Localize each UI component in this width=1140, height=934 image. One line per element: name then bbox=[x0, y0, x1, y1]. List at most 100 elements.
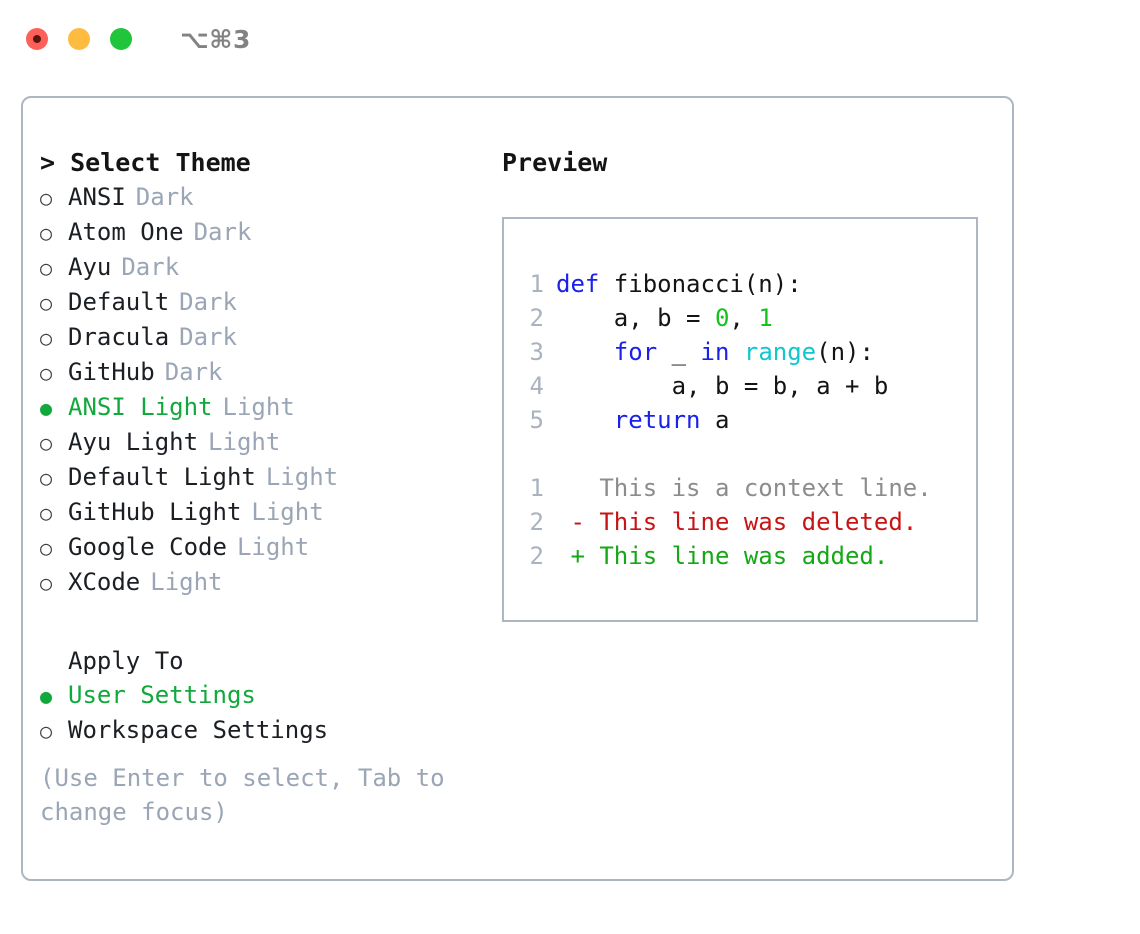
keyboard-hint-text: (Use Enter to select, Tab to change focu… bbox=[40, 764, 445, 826]
radio-unselected-icon: ○ bbox=[40, 501, 53, 525]
close-button-icon[interactable] bbox=[26, 28, 48, 50]
line-content: def fibonacci(n): bbox=[556, 267, 802, 301]
radio-unselected-icon: ○ bbox=[40, 221, 53, 245]
code-token bbox=[729, 338, 743, 366]
theme-name: Default Light bbox=[68, 463, 256, 491]
title-bar: ⌥⌘3 bbox=[0, 0, 1140, 78]
line-content: a, b = 0, 1 bbox=[556, 301, 773, 335]
line-content: for _ in range(n): bbox=[556, 335, 874, 369]
theme-variant-badge: Light bbox=[150, 568, 223, 596]
code-token: a bbox=[700, 406, 730, 434]
traffic-light-group bbox=[26, 28, 132, 50]
line-number: 3 bbox=[529, 338, 544, 366]
theme-variant-badge: Light bbox=[265, 463, 339, 491]
radio-unselected-icon: ○ bbox=[40, 256, 53, 280]
theme-option-default-light[interactable]: ○ Default Light Light bbox=[40, 460, 490, 495]
diff-sample: 1 This is a context line.2 - This line w… bbox=[518, 471, 972, 573]
radio-unselected-icon: ○ bbox=[40, 361, 53, 385]
radio-unselected-icon: ○ bbox=[40, 431, 53, 455]
line-content: This is a context line. bbox=[556, 471, 932, 505]
code-token: a, b = bbox=[556, 304, 715, 332]
code-line: 4 a, b = b, a + b bbox=[518, 369, 972, 403]
radio-selected-icon: ● bbox=[40, 684, 53, 708]
code-token: return bbox=[613, 406, 701, 434]
line-number: 1 bbox=[529, 270, 544, 298]
line-content: + This line was added. bbox=[556, 539, 888, 573]
theme-name: GitHub bbox=[68, 358, 155, 386]
line-content: a, b = b, a + b bbox=[556, 369, 889, 403]
radio-unselected-icon: ○ bbox=[40, 571, 53, 595]
radio-selected-icon: ● bbox=[40, 396, 53, 420]
theme-option-github[interactable]: ○ GitHub Dark bbox=[40, 355, 490, 390]
apply-to-label: Workspace Settings bbox=[68, 716, 329, 744]
radio-unselected-icon: ○ bbox=[40, 536, 53, 560]
zoom-button-icon[interactable] bbox=[110, 28, 132, 50]
theme-name: ANSI Light bbox=[68, 393, 213, 421]
theme-name: Google Code bbox=[68, 533, 227, 561]
line-number: 2 bbox=[529, 304, 544, 332]
code-token: range bbox=[743, 338, 817, 366]
apply-to-label: User Settings bbox=[68, 681, 256, 709]
code-line: 5 return a bbox=[518, 403, 972, 437]
line-number: 2 bbox=[529, 542, 544, 570]
select-theme-heading: > Select Theme bbox=[40, 148, 251, 177]
theme-option-github-light[interactable]: ○ GitHub Light Light bbox=[40, 495, 490, 530]
theme-name: ANSI bbox=[68, 183, 126, 211]
theme-variant-badge: Dark bbox=[193, 218, 252, 246]
preview-heading: Preview bbox=[502, 148, 608, 177]
code-token bbox=[556, 338, 614, 366]
code-token: a, b = b, a + b bbox=[556, 372, 889, 400]
theme-name: GitHub Light bbox=[68, 498, 242, 526]
code-token: 1 bbox=[758, 304, 773, 332]
code-token: (n): bbox=[816, 338, 874, 366]
theme-variant-badge: Light bbox=[251, 498, 324, 526]
line-content: return a bbox=[556, 403, 730, 437]
theme-name: Ayu Light bbox=[68, 428, 199, 456]
radio-unselected-icon: ○ bbox=[40, 326, 53, 350]
code-token: + This line was added. bbox=[556, 542, 889, 570]
apply-to-list: ● User Settings ○ Workspace Settings bbox=[40, 678, 490, 748]
line-number: 1 bbox=[529, 474, 544, 502]
line-number: 2 bbox=[529, 508, 544, 536]
radio-unselected-icon: ○ bbox=[40, 186, 53, 210]
code-token: fibonacci(n): bbox=[613, 270, 802, 298]
radio-unselected-icon: ○ bbox=[40, 719, 53, 743]
theme-name: XCode bbox=[68, 568, 141, 596]
code-token: , bbox=[729, 304, 759, 332]
theme-variant-badge: Light bbox=[208, 428, 281, 456]
window-title: ⌥⌘3 bbox=[180, 24, 251, 54]
code-token: 0 bbox=[714, 304, 730, 332]
minimize-button-icon[interactable] bbox=[68, 28, 90, 50]
theme-option-ayu-light[interactable]: ○ Ayu Light Light bbox=[40, 425, 490, 460]
spacer bbox=[40, 600, 490, 644]
code-line: 3 for _ in range(n): bbox=[518, 335, 972, 369]
diff-line: 1 This is a context line. bbox=[518, 471, 972, 505]
theme-variant-badge: Dark bbox=[164, 358, 223, 386]
line-number: 4 bbox=[529, 372, 544, 400]
apply-to-option-user-settings[interactable]: ● User Settings bbox=[40, 678, 490, 713]
radio-unselected-icon: ○ bbox=[40, 466, 53, 490]
theme-option-ansi-light[interactable]: ● ANSI Light Light bbox=[40, 390, 490, 425]
theme-option-xcode[interactable]: ○ XCode Light bbox=[40, 565, 490, 600]
code-token: This is a context line. bbox=[556, 474, 932, 502]
apply-to-heading: Apply To bbox=[68, 647, 184, 675]
theme-variant-badge: Light bbox=[236, 533, 310, 561]
theme-option-google-code[interactable]: ○ Google Code Light bbox=[40, 530, 490, 565]
code-diff-spacer bbox=[518, 437, 972, 471]
theme-variant-badge: Light bbox=[222, 393, 295, 421]
diff-line: 2 + This line was added. bbox=[518, 539, 972, 573]
apply-to-option-workspace-settings[interactable]: ○ Workspace Settings bbox=[40, 713, 490, 748]
code-token: def bbox=[556, 270, 614, 298]
